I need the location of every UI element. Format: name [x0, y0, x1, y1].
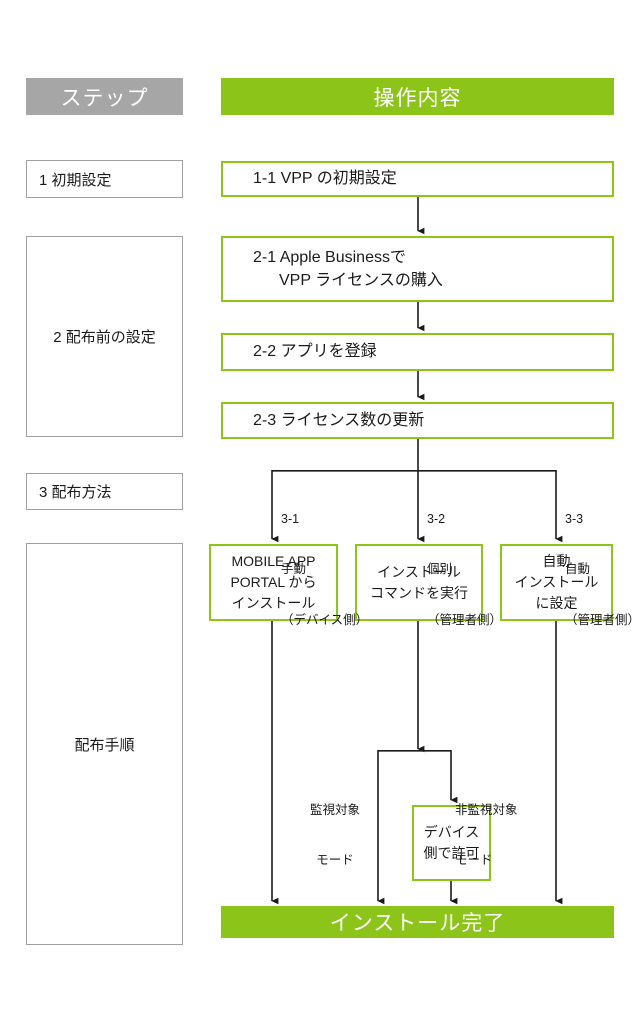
step-box-4: 配布手順 [26, 543, 183, 945]
final-install-complete-bar: インストール完了 [221, 906, 614, 938]
branch-label-3-3-num: 3-3 [565, 511, 584, 526]
node-device-permission-line-2: 側で許可 [423, 845, 480, 861]
branch-label-supervised: 監視対象 モード [303, 768, 367, 903]
node-3-3: 自動 インストール に設定 [500, 544, 613, 621]
branch-label-3-3-actor: （管理者側） [565, 613, 641, 627]
node-device-permission: デバイス 側で許可 [412, 805, 491, 881]
branch-label-3-1-num: 3-1 [281, 511, 300, 526]
node-3-2: インストール コマンドを実行 [355, 544, 483, 621]
branch-label-3-2: 3-2 個別 （管理者側） [427, 477, 502, 663]
branch-label-unsupervised-line-1: 非監視対象 [455, 802, 518, 817]
branch-label-3-1-actor: （デバイス側） [281, 613, 369, 627]
node-device-permission-line-1: デバイス [423, 824, 480, 840]
node-3-2-line-1: インストール [377, 563, 461, 580]
branch-label-unsupervised-line-2: モード [455, 853, 493, 868]
node-2-1-line-2: VPP ライセンスの購入 [279, 272, 443, 289]
step-box-1: 1 初期設定 [26, 160, 183, 198]
node-2-2: 2-2 アプリを登録 [221, 333, 614, 371]
header-step-column: ステップ [26, 78, 183, 115]
branch-label-3-1-mode: 手動 [281, 562, 307, 577]
node-3-1-line-1: MOBILE APP [231, 553, 316, 569]
branch-label-3-2-num: 3-2 [427, 511, 446, 526]
branch-label-3-2-actor: （管理者側） [427, 613, 503, 627]
header-operation-column: 操作内容 [221, 78, 614, 115]
branch-label-supervised-line-2: モード [316, 853, 354, 868]
branch-label-3-2-mode: 個別 [427, 562, 453, 577]
node-3-3-line-1: 自動 [542, 553, 571, 569]
step-box-3: 3 配布方法 [26, 473, 183, 510]
branch-label-3-3: 3-3 自動 （管理者側） [565, 477, 640, 663]
node-2-1: 2-1 Apple Businessで VPP ライセンスの購入 [221, 236, 614, 302]
node-1-1: 1-1 VPP の初期設定 [221, 161, 614, 197]
step-box-2: 2 配布前の設定 [26, 236, 183, 437]
branch-label-3-1: 3-1 手動 （デバイス側） [281, 477, 368, 663]
branch-label-unsupervised: 非監視対象 モード [455, 768, 518, 903]
node-3-1-line-3: インストール [231, 595, 316, 611]
node-3-1: MOBILE APP PORTAL から インストール [209, 544, 338, 621]
node-2-3: 2-3 ライセンス数の更新 [221, 402, 614, 439]
node-2-1-line-1: 2-1 Apple Businessで [253, 248, 406, 266]
node-3-3-line-3: に設定 [535, 595, 578, 611]
node-3-3-line-2: インストール [514, 574, 599, 590]
branch-label-3-3-mode: 自動 [565, 562, 591, 577]
branch-label-supervised-line-1: 監視対象 [309, 802, 360, 817]
node-3-1-line-2: PORTAL から [230, 574, 317, 590]
node-3-2-line-2: コマンドを実行 [370, 584, 468, 601]
